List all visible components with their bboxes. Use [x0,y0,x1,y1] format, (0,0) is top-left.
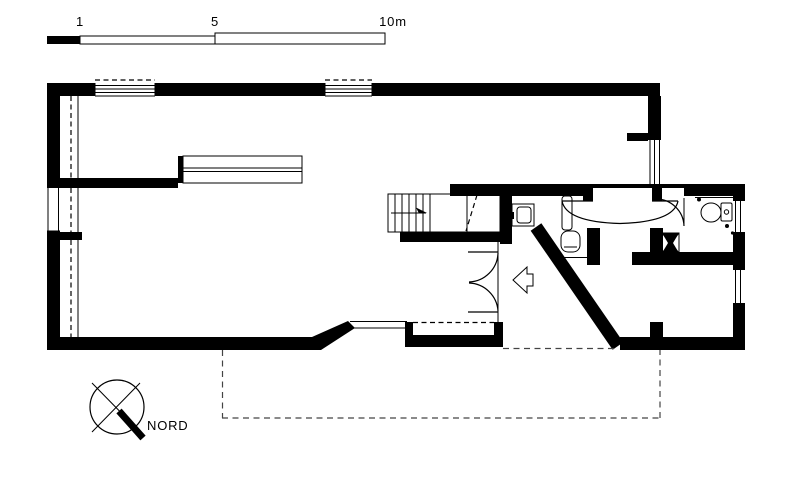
bathroom-door-icon [655,198,685,227]
wardrobe-dashed-band [70,96,79,337]
toilet-with-cistern-icon [695,197,735,235]
double-swing-door-icon [561,200,679,225]
scale-label-10m: 10m [379,14,407,29]
interior-wall-living [47,178,178,188]
window-icon [324,79,373,97]
doors [468,195,685,322]
window-icon [735,270,741,303]
bathroom-bottom-wall [632,252,733,265]
compass-circle-icon [89,379,145,435]
kitchen-counter-icon [182,155,303,184]
north-compass: NORD [89,379,188,441]
scale-bar-segment-5-10 [214,32,386,45]
scale-bar-segment-1-5 [79,35,216,45]
small-sink-icon [508,203,535,227]
door-jamb [652,184,662,201]
wall-stub-left [47,232,82,240]
fixtures [508,197,735,258]
window-icon [94,79,156,97]
staircase-icon [387,193,501,233]
window-icon [735,201,741,232]
window-icon [47,182,60,232]
window-icon [649,140,660,184]
toilet-icon [556,230,587,258]
wc-door-leaf [561,195,573,231]
walls [47,83,745,350]
scale-label-1: 1 [76,14,84,29]
scale-bar: 1 5 10m [47,14,407,45]
door-jamb [583,184,593,201]
entrance-double-door-icon [468,242,499,322]
scale-bar-filled-segment [47,36,80,44]
north-pointer-icon [116,408,146,441]
diagonal-wall [530,223,624,350]
terrace-dashed-outline [221,321,661,419]
windows [47,79,741,329]
window-band [350,321,407,329]
stair-headroom-dashed-line [465,194,478,232]
scale-label-5: 5 [211,14,219,29]
north-label: NORD [147,418,188,433]
washbasin-icon [661,232,680,254]
entrance-arrow-icon [512,265,534,295]
